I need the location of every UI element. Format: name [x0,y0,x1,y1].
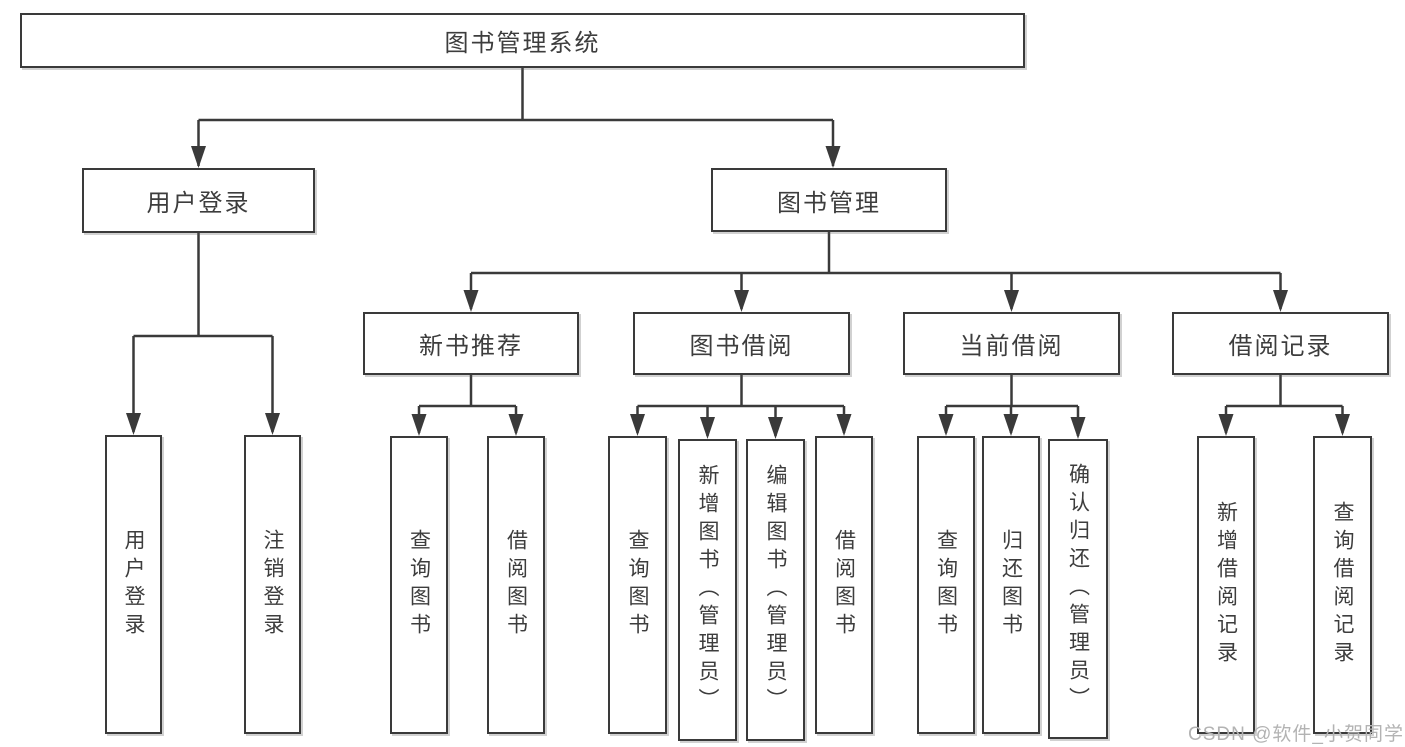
node-user-login: 用户登录 [82,168,315,233]
leaf-confirm-return-admin: 确认归还（管理员） [1048,439,1108,739]
leaf-borrow-books-rec: 借阅图书 [487,436,545,734]
node-library-system: 图书管理系统 [20,13,1025,68]
leaf-borrow-books: 借阅图书 [815,436,873,734]
leaf-return-books: 归还图书 [982,436,1040,734]
node-new-book-recommendation: 新书推荐 [363,312,579,375]
leaf-query-books-current: 查询图书 [917,436,975,734]
connector-paths [132,68,1344,436]
leaf-edit-books-admin: 编辑图书（管理员） [746,439,805,741]
node-book-management: 图书管理 [711,168,947,232]
node-book-borrowing: 图书借阅 [633,312,850,375]
node-borrowing-records: 借阅记录 [1172,312,1389,375]
watermark: CSDN @软件_小贺同学 [1188,724,1404,745]
leaf-query-borrow-record: 查询借阅记录 [1313,436,1372,734]
node-current-borrowing: 当前借阅 [903,312,1120,375]
leaf-logout: 注销登录 [244,435,301,734]
leaf-user-login: 用户登录 [105,435,162,734]
leaf-query-books-borrow: 查询图书 [608,436,667,734]
leaf-query-books-rec: 查询图书 [390,436,448,734]
leaf-add-borrow-record: 新增借阅记录 [1197,436,1255,734]
leaf-add-books-admin: 新增图书（管理员） [678,439,737,741]
